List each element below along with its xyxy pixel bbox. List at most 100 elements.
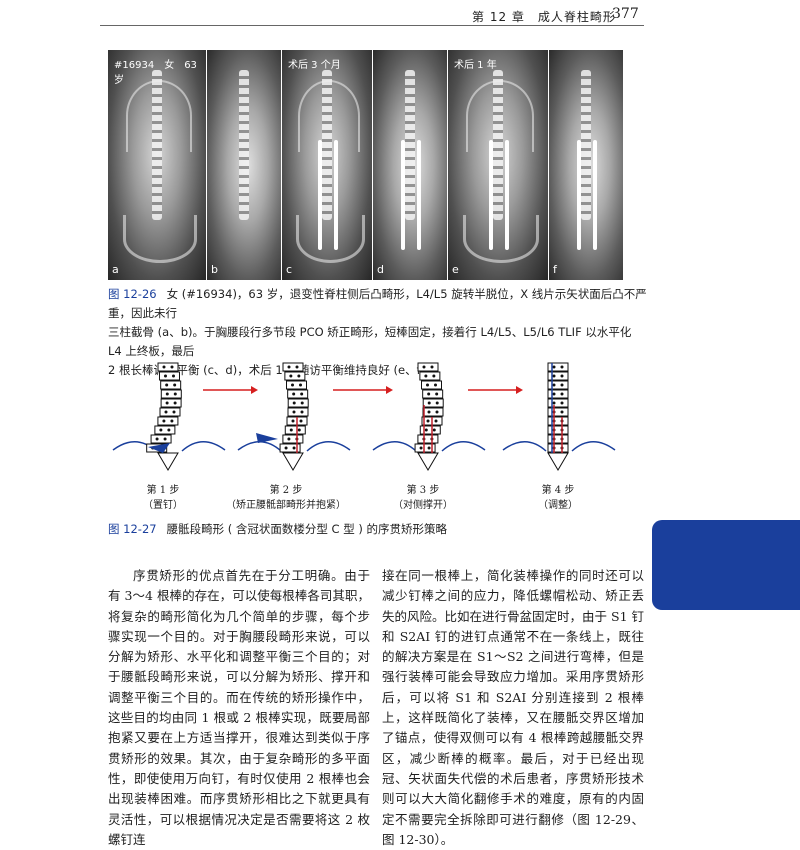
pedicle-screw-dot (170, 419, 174, 423)
vertebra (160, 380, 182, 390)
running-header-chapter: 第 12 章 成人脊柱畸形 (472, 10, 616, 24)
pelvis-arc (441, 441, 486, 452)
vertebra (421, 380, 443, 390)
pedicle-screw-dot (167, 428, 171, 432)
panel-letter: e (452, 263, 459, 276)
pedicle-screw-dot (424, 428, 428, 432)
step-2-label: 第 2 步（矫正腰骶部畸形并抱紧） (226, 485, 346, 511)
pedicle-screw-dot (560, 392, 564, 396)
vertebra (547, 389, 569, 399)
pedicle-screw-dot (292, 446, 296, 450)
pedicle-screw-dot (427, 410, 431, 414)
pedicle-screw-dot (173, 401, 177, 405)
pedicle-screw-dot (165, 392, 169, 396)
pedicle-screw-dot (434, 383, 438, 387)
ribcage-shadow (298, 80, 360, 152)
sacrum (417, 452, 439, 471)
pedicle-screw-dot (426, 419, 430, 423)
vertebra (287, 398, 309, 408)
pedicle-screw-dot (171, 374, 175, 378)
panel-letter: c (286, 263, 293, 276)
pedicle-screw-dot (560, 365, 564, 369)
pedicle-screw-dot (287, 437, 291, 441)
pelvis-shadow (295, 215, 365, 263)
pedicle-screw-dot (560, 374, 564, 378)
pedicle-screw-dot (297, 374, 301, 378)
xray-label: #16934 女 63 岁 (114, 60, 197, 86)
body-text-left-column: 序贯矫形的优点首先在于分工明确。由于有 3～4 根棒的存在，可以使每根棒各司其职… (108, 566, 370, 850)
vertebra (157, 416, 179, 426)
spine-diagram-svg (112, 362, 616, 471)
vertebra (422, 398, 444, 408)
wedge-marker (148, 443, 170, 453)
vertebra (422, 389, 444, 399)
pedicle-screw-dot (300, 392, 304, 396)
panel-letter: d (377, 263, 384, 276)
step-4-label: 第 4 步（调整） (538, 485, 578, 511)
body-text-right-column: 接在同一根棒上，简化装棒操作的同时还可以减少钉棒之间的应力，降低螺帽松动、矫正丢… (382, 566, 644, 850)
vertebra (547, 434, 569, 444)
implant-rod (505, 140, 509, 250)
figure-number: 图 12-26 (108, 287, 157, 301)
vertebra (547, 416, 569, 426)
pelvis-arc (372, 441, 417, 452)
pedicle-screw-dot (552, 401, 556, 405)
vertebra (287, 389, 309, 399)
pedicle-screw-dot (289, 374, 293, 378)
vertebra (284, 425, 306, 435)
pedicle-screw-dot (430, 365, 434, 369)
implant-rod (334, 140, 338, 250)
pedicle-screw-dot (164, 410, 168, 414)
pedicle-screw-dot (165, 401, 169, 405)
header-rule (100, 25, 644, 26)
caption-line: 2 根长棒调整平衡 (c、d)，术后 1 年随访平衡维持良好 (e、f) (108, 363, 426, 377)
caption-text: 腰骶段畸形 ( 含冠状面数楼分型 C 型 ) 的序贯矫形策略 (166, 522, 448, 536)
step-arrowhead (386, 386, 393, 394)
xray-panel-f: f (549, 50, 623, 280)
sequential-correction-diagram: 第 1 步（置钉） 第 2 步（矫正腰骶部畸形并抱紧） 第 3 步（对侧撑开） … (108, 355, 628, 515)
pelvis-arc (237, 441, 282, 452)
implant-rod (577, 140, 581, 250)
panel-letter: b (211, 263, 218, 276)
step-arrowhead (516, 386, 523, 394)
caption-line: 女 (#16934)，63 岁，退变性脊柱侧后凸畸形，L4/L5 旋转半脱位，X… (108, 287, 647, 320)
caption-line: 三柱截骨 (a、b)。于胸腰段行多节段 PCO 矫正畸形，短棒固定，接着行 L4… (108, 325, 632, 358)
pedicle-screw-dot (170, 365, 174, 369)
vertebra (547, 443, 569, 453)
pedicle-screw-dot (292, 410, 296, 414)
vertebra (547, 380, 569, 390)
vertebra (282, 362, 304, 372)
vertebra (417, 434, 439, 444)
vertebra (160, 398, 182, 408)
implant-rod (401, 140, 405, 250)
pedicle-screw-dot (560, 401, 564, 405)
pedicle-screw-dot (297, 428, 301, 432)
vertebra (159, 407, 181, 417)
step-3-label: 第 3 步（对侧撑开） (393, 485, 453, 511)
vertebra (279, 443, 301, 453)
pedicle-screw-dot (159, 428, 163, 432)
pedicle-screw-dot (422, 365, 426, 369)
chapter-thumb-tab (652, 520, 800, 610)
vertebra (547, 398, 569, 408)
pelvis-shadow (463, 215, 539, 263)
pedicle-screw-dot (287, 365, 291, 369)
pedicle-screw-dot (291, 419, 295, 423)
vertebra (284, 371, 306, 381)
vertebra (547, 371, 569, 381)
page-number: 377 (612, 6, 639, 22)
pedicle-screw-dot (435, 401, 439, 405)
pedicle-screw-dot (291, 383, 295, 387)
pedicle-screw-dot (435, 392, 439, 396)
pedicle-screw-dot (424, 374, 428, 378)
pedicle-screw-dot (552, 365, 556, 369)
pedicle-screw-dot (295, 365, 299, 369)
vertebra (547, 362, 569, 372)
xray-panel-d: d (373, 50, 447, 280)
implant-rod (489, 140, 493, 250)
pedicle-screw-dot (432, 428, 436, 432)
